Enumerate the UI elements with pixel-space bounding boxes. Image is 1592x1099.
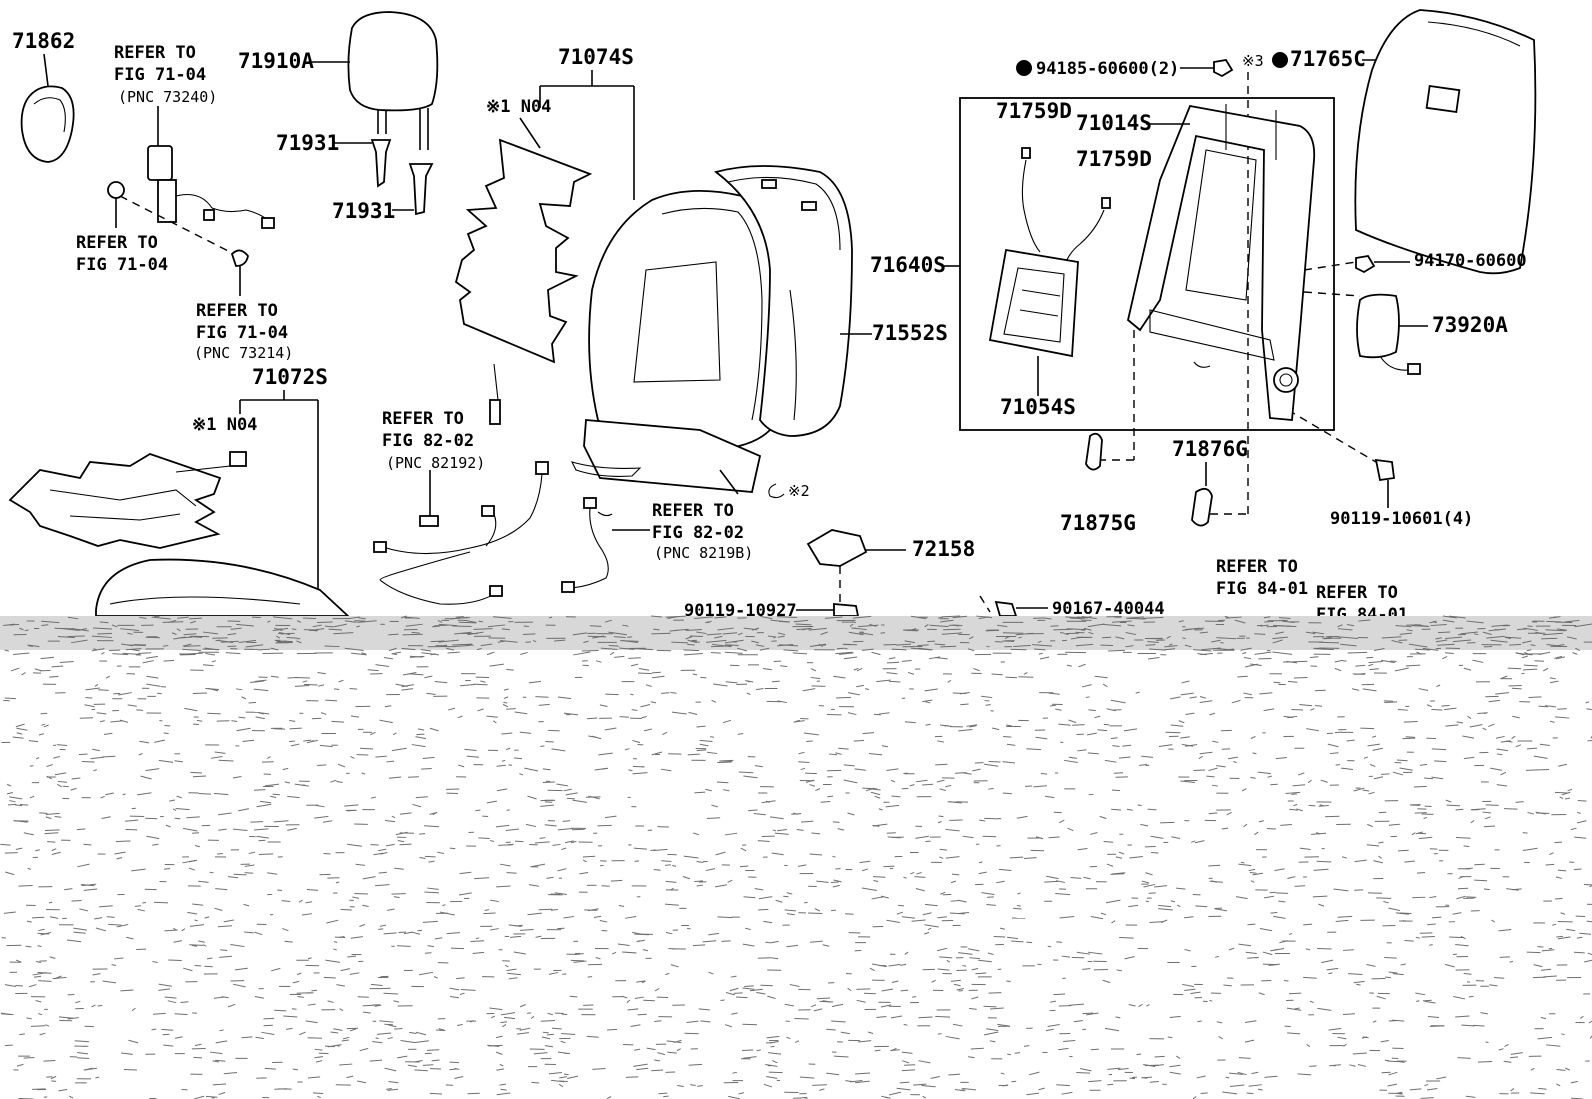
bullet-71765C: [1272, 52, 1288, 68]
label-71014S: 71014S: [1076, 111, 1152, 135]
headrest-guides-drawing: [334, 139, 434, 216]
label-71910A: 71910A: [238, 49, 314, 73]
svg-text:REFER TO: REFER TO: [652, 501, 734, 521]
label-72158: 72158: [912, 537, 975, 561]
lumbar-support-71054S-drawing: [988, 147, 1111, 396]
svg-text:FIG 71-04: FIG 71-04: [76, 255, 168, 275]
back-panel-71765C-drawing: [1354, 9, 1537, 275]
svg-text:FIG 71-04: FIG 71-04: [114, 65, 206, 85]
wire-harness-82192-drawing: [373, 461, 549, 605]
label-n04-cushion: ※1 N04: [192, 415, 257, 435]
cushion-cover-drawing: [95, 558, 351, 617]
refer-fig-82-02-pnc-8219B[interactable]: REFER TO FIG 82-02 (PNC 8219B): [652, 501, 753, 562]
label-90167-40044: 90167-40044: [1052, 599, 1165, 619]
seatback-frame-71014S-drawing: [1126, 104, 1316, 421]
svg-text:FIG 82-02: FIG 82-02: [652, 523, 744, 543]
label-90119-10601: 90119-10601(4): [1330, 509, 1473, 529]
svg-text:REFER TO: REFER TO: [1216, 557, 1298, 577]
label-71862: 71862: [12, 29, 75, 53]
clip-note-2-drawing: [768, 483, 785, 499]
label-71876G: 71876G: [1172, 437, 1248, 461]
label-71759D-b: 71759D: [1076, 147, 1152, 171]
refer-fig-71-04-pnc-73240[interactable]: REFER TO FIG 71-04 (PNC 73240): [114, 43, 217, 106]
svg-text:REFER TO: REFER TO: [114, 43, 196, 63]
note-3: ※3: [1242, 52, 1264, 70]
label-71931-a: 71931: [276, 131, 339, 155]
svg-text:REFER TO: REFER TO: [196, 301, 278, 321]
seatback-frame-box: [959, 97, 1335, 431]
leader-71074S: [539, 70, 635, 200]
seat-belt-buckle-drawing: [107, 106, 275, 296]
svg-text:REFER TO: REFER TO: [1316, 583, 1398, 603]
covers-71875G-71876G-drawing: [1085, 330, 1213, 527]
part-71862-drawing: [20, 53, 75, 163]
refer-fig-71-04-pnc-73214[interactable]: REFER TO FIG 71-04 (PNC 73214): [194, 301, 293, 362]
cushion-cover-seam: [109, 596, 301, 605]
svg-text:FIG 82-02: FIG 82-02: [382, 431, 474, 451]
svg-text:(PNC 73214): (PNC 73214): [194, 344, 293, 362]
svg-text:FIG 71-04: FIG 71-04: [196, 323, 288, 343]
note-2: ※2: [788, 482, 810, 500]
part-94170-drawing: [1303, 255, 1410, 297]
wire-harness-8219B-drawing: [561, 497, 650, 593]
label-71640S: 71640S: [870, 253, 946, 277]
label-71759D-a: 71759D: [996, 99, 1072, 123]
headrest-drawing: [308, 11, 439, 150]
corrupted-image-region: [0, 615, 1592, 1099]
part-90167-drawing: [979, 595, 1048, 617]
svg-text:(PNC 82192): (PNC 82192): [386, 454, 485, 472]
label-71931-b: 71931: [332, 199, 395, 223]
bullet-94185: [1016, 60, 1032, 76]
label-71074S: 71074S: [558, 45, 634, 69]
seatback-cover-drawing: [570, 189, 780, 495]
label-71875G: 71875G: [1060, 511, 1136, 535]
bolt-90119-10601-drawing: [1287, 409, 1396, 508]
svg-text:(PNC 8219B): (PNC 8219B): [654, 544, 753, 562]
cushion-heater-drawing: [8, 451, 247, 549]
svg-text:(PNC 73240): (PNC 73240): [118, 88, 217, 106]
svg-text:REFER TO: REFER TO: [76, 233, 158, 253]
nut-94185-drawing: [1213, 59, 1234, 78]
label-n04-back: ※1 N04: [486, 97, 551, 117]
label-73920A: 73920A: [1432, 313, 1508, 337]
refer-fig-71-04-a[interactable]: REFER TO FIG 71-04: [76, 233, 168, 275]
refer-fig-84-01-a[interactable]: REFER TO FIG 84-01: [1216, 557, 1308, 599]
seatback-board-drawing: [714, 165, 872, 437]
refer-fig-82-02-pnc-82192[interactable]: REFER TO FIG 82-02 (PNC 82192): [382, 409, 485, 472]
airbag-73920A-drawing: [1356, 293, 1428, 375]
part-72158-drawing: [796, 529, 906, 617]
label-71552S: 71552S: [872, 321, 948, 345]
label-71765C: 71765C: [1290, 47, 1366, 71]
label-94185-60600: 94185-60600(2): [1036, 59, 1179, 79]
label-71072S: 71072S: [252, 365, 328, 389]
label-71054S: 71054S: [1000, 395, 1076, 419]
seatback-heater-drawing: [454, 117, 593, 425]
label-94170-60600: 94170-60600: [1414, 251, 1527, 271]
svg-text:FIG 84-01: FIG 84-01: [1216, 579, 1308, 599]
svg-text:REFER TO: REFER TO: [382, 409, 464, 429]
leader-71072S: [239, 390, 319, 600]
